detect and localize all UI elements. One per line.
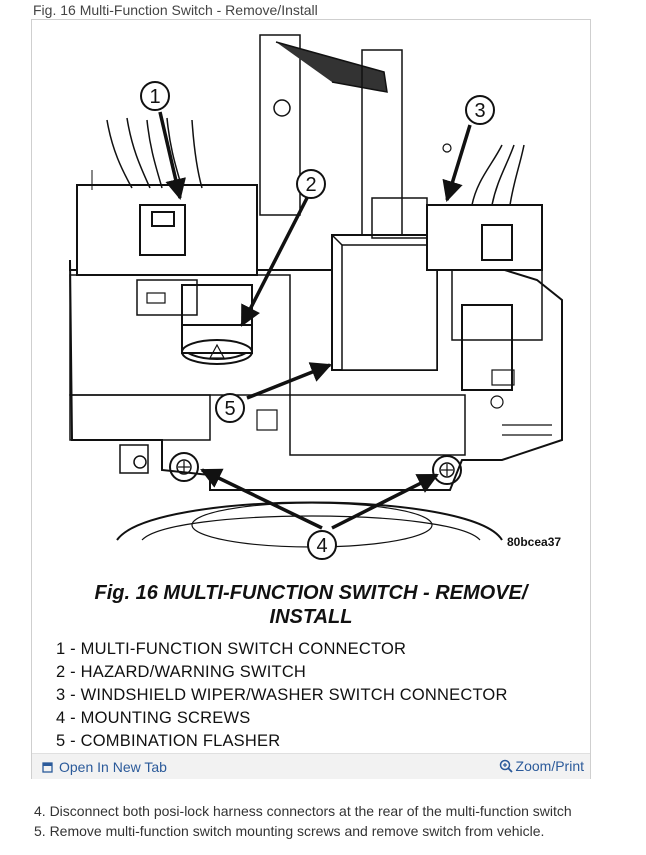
legend-item: 3 - WINDSHIELD WIPER/WASHER SWITCH CONNE… [56, 686, 508, 704]
external-link-icon [42, 762, 53, 773]
open-in-new-tab-label: Open In New Tab [59, 759, 167, 775]
legend-item: 1 - MULTI-FUNCTION SWITCH CONNECTOR [56, 640, 407, 658]
figure-code: 80bcea37 [507, 535, 561, 549]
figure-title-line-2: INSTALL [269, 606, 353, 628]
callout-2-label: 2 [305, 174, 316, 196]
callout-1-label: 1 [149, 86, 160, 108]
zoom-print-label: Zoom/Print [515, 758, 584, 774]
multi-function-switch-diagram: 1 2 3 4 5 80bcea37 [69, 34, 563, 560]
figure-box: 1 2 3 4 5 80bcea37 Fig. 16 MULTI-FUNCTIO… [31, 19, 591, 779]
open-in-new-tab-link[interactable]: Open In New Tab [42, 759, 167, 775]
callout-4 [307, 530, 337, 560]
callout-5 [215, 393, 245, 423]
step-item: 5. Remove multi-function switch mounting… [34, 823, 545, 839]
callout-3 [465, 95, 495, 125]
figure-toolbar: Open In New Tab Zoom/Print [32, 753, 590, 779]
figure-caption: Fig. 16 Multi-Function Switch - Remove/I… [33, 2, 318, 18]
legend-item: 5 - COMBINATION FLASHER [56, 732, 281, 750]
legend-item: 2 - HAZARD/WARNING SWITCH [56, 663, 307, 681]
step-item: 4. Disconnect both posi-lock harness con… [34, 803, 572, 819]
figure-title: Fig. 16 MULTI-FUNCTION SWITCH - REMOVE/ … [32, 581, 590, 629]
callout-1 [140, 81, 170, 111]
callout-5-label: 5 [224, 398, 235, 420]
figure-title-line-1: Fig. 16 MULTI-FUNCTION SWITCH - REMOVE/ [94, 582, 528, 604]
instruction-steps: 4. Disconnect both posi-lock harness con… [34, 801, 572, 841]
zoom-print-link[interactable]: Zoom/Print [499, 758, 584, 774]
figure-legend: 1 - MULTI-FUNCTION SWITCH CONNECTOR 2 - … [56, 638, 508, 753]
legend-item: 4 - MOUNTING SCREWS [56, 709, 251, 727]
callout-3-label: 3 [474, 100, 485, 122]
callout-4-label: 4 [316, 535, 327, 557]
zoom-icon [499, 759, 513, 773]
callout-2 [296, 169, 326, 199]
